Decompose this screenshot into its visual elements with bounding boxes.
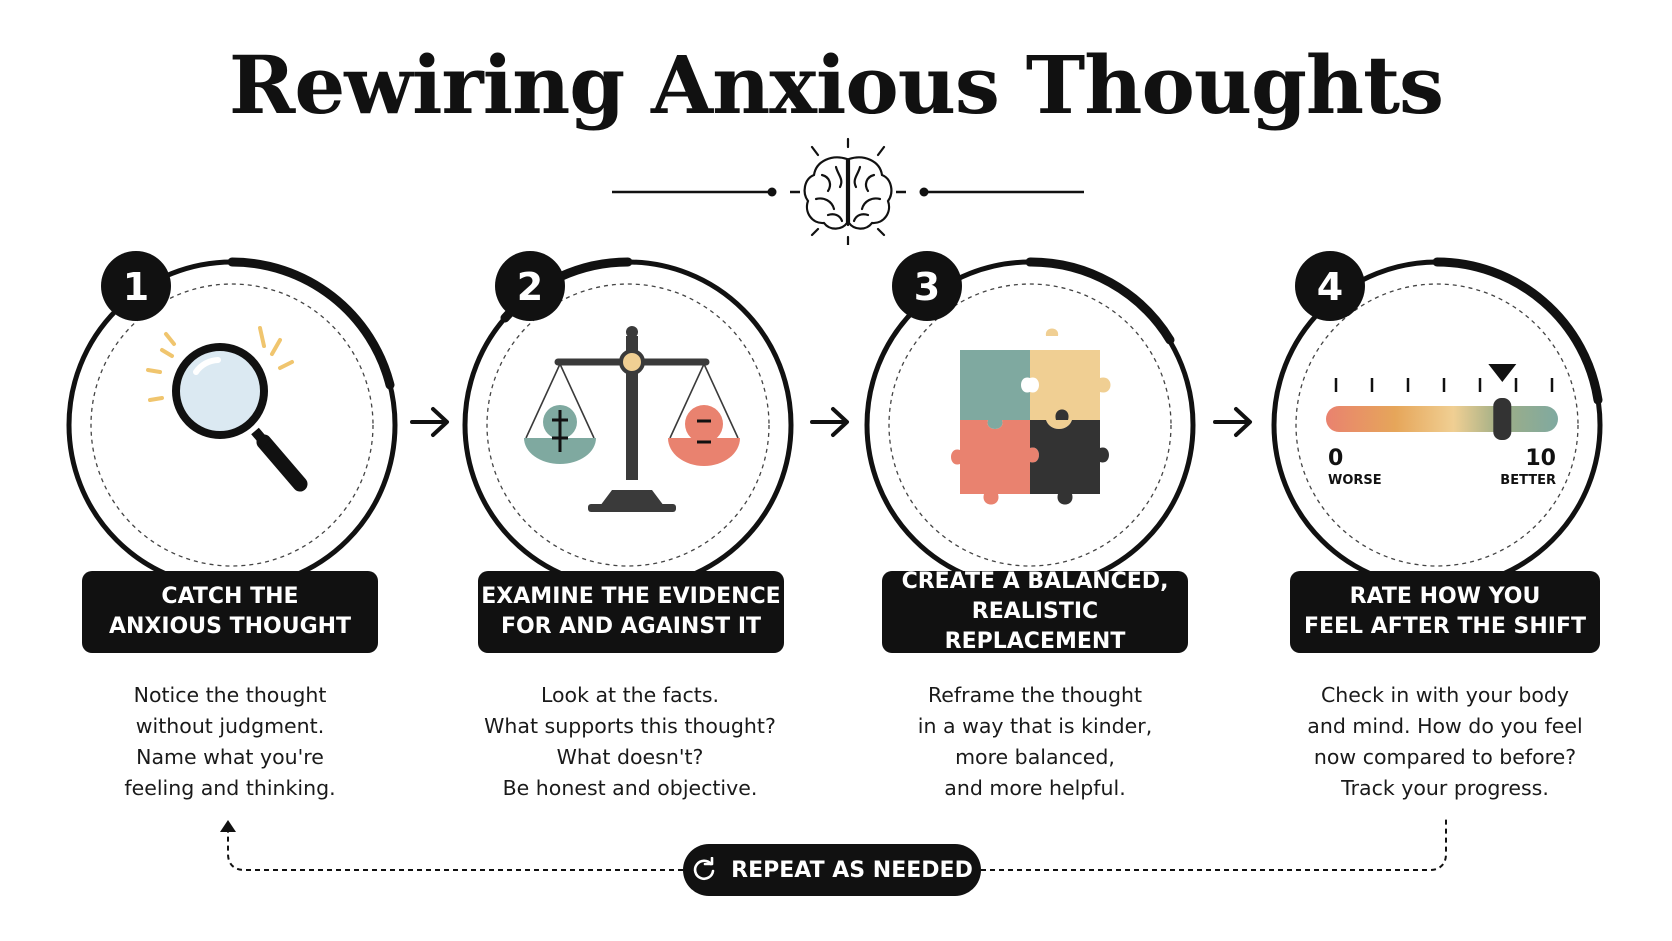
step-1-desc-line: without judgment. [135, 714, 325, 738]
loop-arrow-up-icon [220, 820, 236, 832]
step-3-label-line2: REALISTIC REPLACEMENT [944, 599, 1126, 654]
rating-scale-icon: 0 10 WORSE BETTER [1326, 364, 1558, 488]
step-1-number: 1 [123, 265, 149, 309]
repeat-as-needed-badge: REPEAT AS NEEDED [683, 844, 981, 896]
step-3-description: Reframe the thought in a way that is kin… [875, 680, 1195, 804]
step-2-desc-line: What doesn't? [556, 745, 704, 769]
step-4-number: 4 [1317, 265, 1343, 309]
step-1-label: CATCH THE ANXIOUS THOUGHT [82, 571, 378, 653]
repeat-loop-path [227, 818, 1447, 871]
step-3-desc-line: and more helpful. [944, 776, 1126, 800]
step-3-label: CREATE A BALANCED, REALISTIC REPLACEMENT [882, 569, 1188, 654]
arrow-right-icon [410, 407, 449, 437]
step-2-label: EXAMINE THE EVIDENCE FOR AND AGAINST IT [478, 571, 784, 653]
step-2-desc-line: What supports this thought? [484, 714, 776, 738]
step-1-number-badge: 1 [101, 251, 171, 321]
rating-marker [1493, 398, 1512, 440]
scale-max-value: 10 [1525, 446, 1556, 471]
scale-max-label: BETTER [1500, 473, 1556, 488]
step-3-desc-line: more balanced, [955, 745, 1115, 769]
step-1-description: Notice the thought without judgment. Nam… [70, 680, 390, 804]
title-divider [612, 137, 1084, 245]
step-2-desc-line: Be honest and objective. [502, 776, 758, 800]
step-4-label-line1: RATE HOW YOU [1349, 584, 1541, 609]
step-1-label-line1: CATCH THE [161, 584, 299, 609]
step-2-label-line2: FOR AND AGAINST IT [500, 614, 762, 639]
repeat-label: REPEAT AS NEEDED [731, 857, 973, 883]
step-4-label-line2: FEEL AFTER THE SHIFT [1303, 614, 1587, 639]
step-4-number-badge: 4 [1295, 251, 1365, 321]
step-2-desc-line: Look at the facts. [540, 683, 720, 707]
step-3-number: 3 [914, 265, 940, 309]
brain-icon [803, 137, 893, 245]
step-4-label: RATE HOW YOU FEEL AFTER THE SHIFT [1290, 571, 1600, 653]
step-4-desc-line: Track your progress. [1341, 776, 1549, 800]
step-4-desc-line: and mind. How do you feel [1307, 714, 1583, 738]
page-title: Rewiring Anxious Thoughts [228, 38, 1444, 132]
scale-min-value: 0 [1328, 446, 1343, 471]
step-4-description: Check in with your body and mind. How do… [1285, 680, 1605, 804]
rating-pointer-icon [1488, 364, 1517, 382]
scale-min-label: WORSE [1328, 473, 1382, 488]
step-4-desc-line: now compared to before? [1313, 745, 1577, 769]
step-2-number-badge: 2 [495, 251, 565, 321]
step-3-number-badge: 3 [892, 251, 962, 321]
step-2-description: Look at the facts. What supports this th… [470, 680, 790, 804]
step-3-label-line1: CREATE A BALANCED, [901, 569, 1169, 594]
step-1-label-line2: ANXIOUS THOUGHT [108, 614, 352, 639]
step-4-desc-line: Check in with your body [1320, 683, 1570, 707]
step-3-desc-line: in a way that is kinder, [917, 714, 1153, 738]
balance-scale-icon [524, 326, 740, 512]
step-3-desc-line: Reframe the thought [927, 683, 1142, 707]
puzzle-icon [951, 328, 1111, 505]
magnifying-glass-icon [146, 326, 308, 492]
arrow-right-icon [810, 407, 849, 437]
step-1-desc-line: feeling and thinking. [124, 776, 336, 800]
step-1-desc-line: Name what you're [136, 745, 324, 769]
step-1-desc-line: Notice the thought [133, 683, 327, 707]
step-2-label-line1: EXAMINE THE EVIDENCE [481, 584, 781, 609]
arrow-right-icon [1213, 407, 1252, 437]
refresh-icon [693, 857, 715, 881]
step-2-number: 2 [517, 265, 543, 309]
